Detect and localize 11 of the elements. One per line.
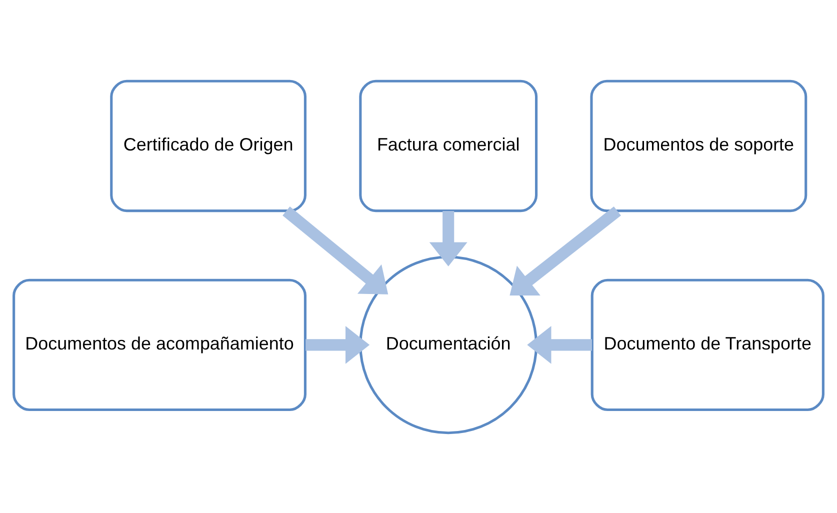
arrow [429,210,468,266]
node-box: Documentos de acompañamiento [12,278,306,411]
node-box: Documento de Transporte [590,278,824,411]
node-box: Documentos de soporte [590,79,808,212]
arrow [306,325,370,364]
node-circle: Documentación [359,255,538,434]
arrow [282,206,388,294]
node-box: Factura comercial [359,79,538,212]
arrow [510,206,621,296]
arrow [527,325,592,364]
node-box: Certificado de Origen [110,79,306,212]
